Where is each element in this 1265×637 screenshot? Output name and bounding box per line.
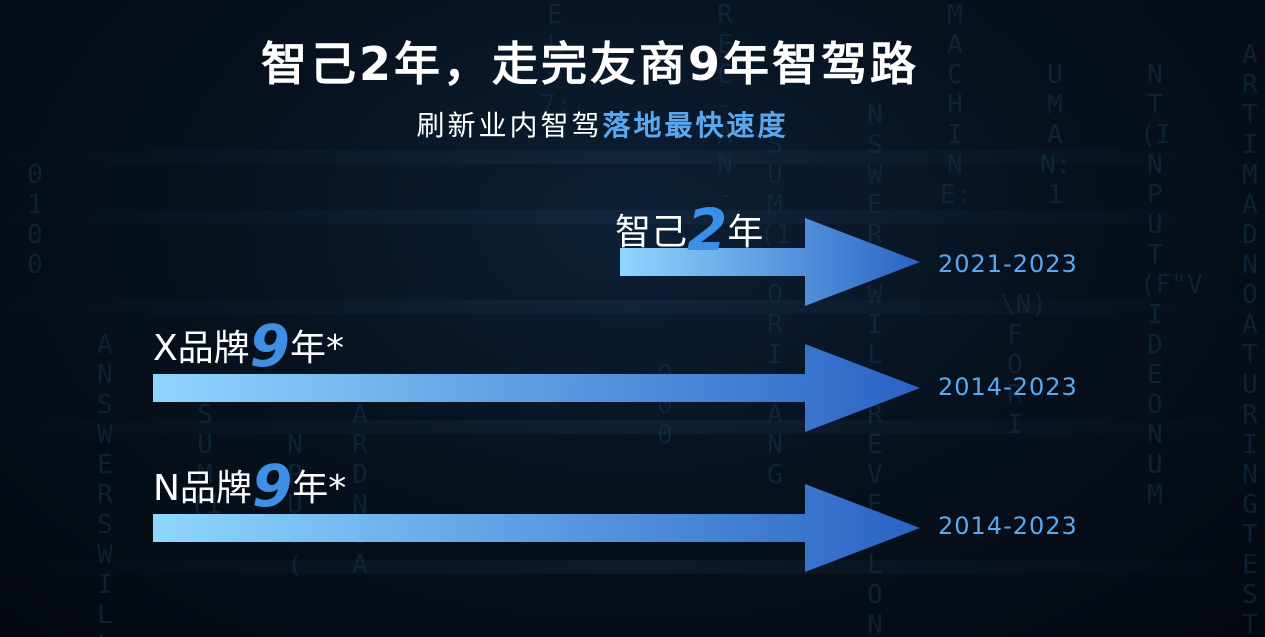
row-number: 9	[249, 312, 291, 380]
row-number: 2	[687, 196, 728, 264]
arrow-row-1	[153, 344, 920, 432]
arrow-row-0	[620, 218, 920, 306]
slide-title: 智己2年，走完友商9年智驾路	[260, 37, 919, 91]
row-unit: 年	[727, 212, 764, 253]
subtitle-prefix: 刷新业内智驾	[416, 109, 603, 142]
row-number: 9	[251, 452, 293, 520]
arrow-row-2	[153, 484, 920, 572]
slide-subtitle: 刷新业内智驾落地最快速度	[0, 104, 1205, 144]
row-label-0: 智己2年	[615, 196, 763, 264]
row-brand: 智己	[615, 212, 688, 253]
row-label-2: N品牌9年*	[153, 452, 346, 520]
row-brand: X品牌	[153, 328, 250, 369]
row-range-1: 2014-2023	[938, 373, 1078, 401]
row-range-2: 2014-2023	[938, 512, 1078, 540]
row-label-1: X品牌9年*	[153, 312, 344, 380]
subtitle-highlight: 落地最快速度	[602, 109, 789, 142]
row-unit: 年*	[292, 468, 347, 509]
row-unit: 年*	[290, 328, 345, 369]
row-range-0: 2021-2023	[938, 250, 1078, 278]
row-brand: N品牌	[153, 468, 252, 509]
